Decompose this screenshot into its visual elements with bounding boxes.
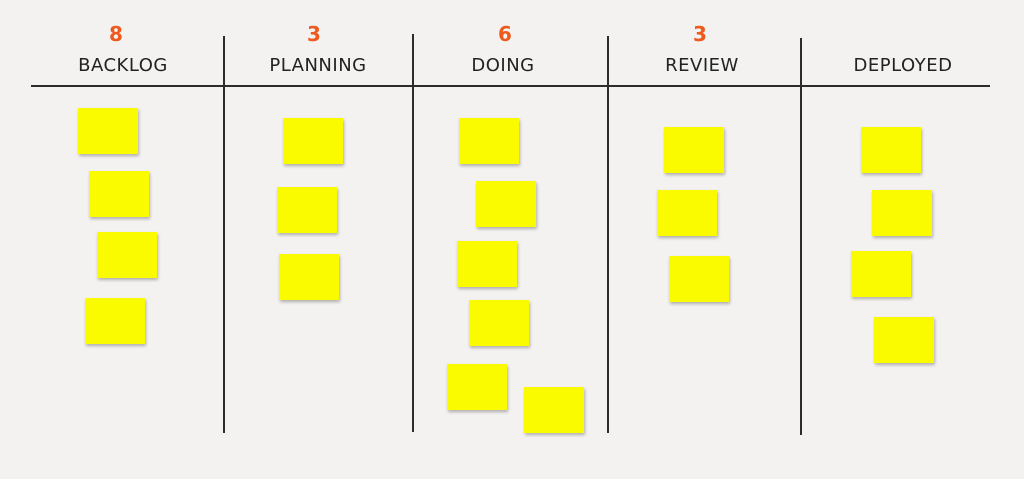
sticky-note-doing[interactable]: [469, 300, 529, 346]
sticky-note-deployed[interactable]: [872, 190, 932, 236]
sticky-note-backlog[interactable]: [85, 298, 145, 344]
column-divider: [800, 38, 802, 435]
sticky-note-planning[interactable]: [283, 118, 343, 164]
sticky-note-backlog[interactable]: [78, 108, 138, 154]
planning-count: 3: [307, 22, 321, 46]
sticky-note-doing[interactable]: [447, 364, 507, 410]
review-title: REVIEW: [665, 55, 739, 76]
sticky-note-planning[interactable]: [277, 187, 337, 233]
review-count: 3: [693, 22, 707, 46]
sticky-note-doing[interactable]: [476, 181, 536, 227]
backlog-title: BACKLOG: [78, 55, 168, 76]
deployed-title: DEPLOYED: [853, 55, 953, 76]
sticky-note-backlog[interactable]: [97, 232, 157, 278]
sticky-note-planning[interactable]: [279, 254, 339, 300]
doing-count: 6: [498, 22, 512, 46]
sticky-note-deployed[interactable]: [851, 251, 911, 297]
planning-title: PLANNING: [269, 55, 367, 76]
sticky-note-deployed[interactable]: [861, 127, 921, 173]
column-divider: [223, 36, 225, 433]
sticky-note-review[interactable]: [657, 190, 717, 236]
header-divider: [31, 85, 990, 87]
sticky-note-doing[interactable]: [457, 241, 517, 287]
sticky-note-doing[interactable]: [524, 387, 584, 433]
backlog-count: 8: [109, 22, 123, 46]
sticky-note-review[interactable]: [669, 256, 729, 302]
sticky-note-backlog[interactable]: [89, 171, 149, 217]
column-divider: [607, 36, 609, 433]
sticky-note-doing[interactable]: [459, 118, 519, 164]
sticky-note-review[interactable]: [664, 127, 724, 173]
doing-title: DOING: [471, 55, 535, 76]
column-divider: [412, 34, 414, 432]
sticky-note-deployed[interactable]: [874, 317, 934, 363]
